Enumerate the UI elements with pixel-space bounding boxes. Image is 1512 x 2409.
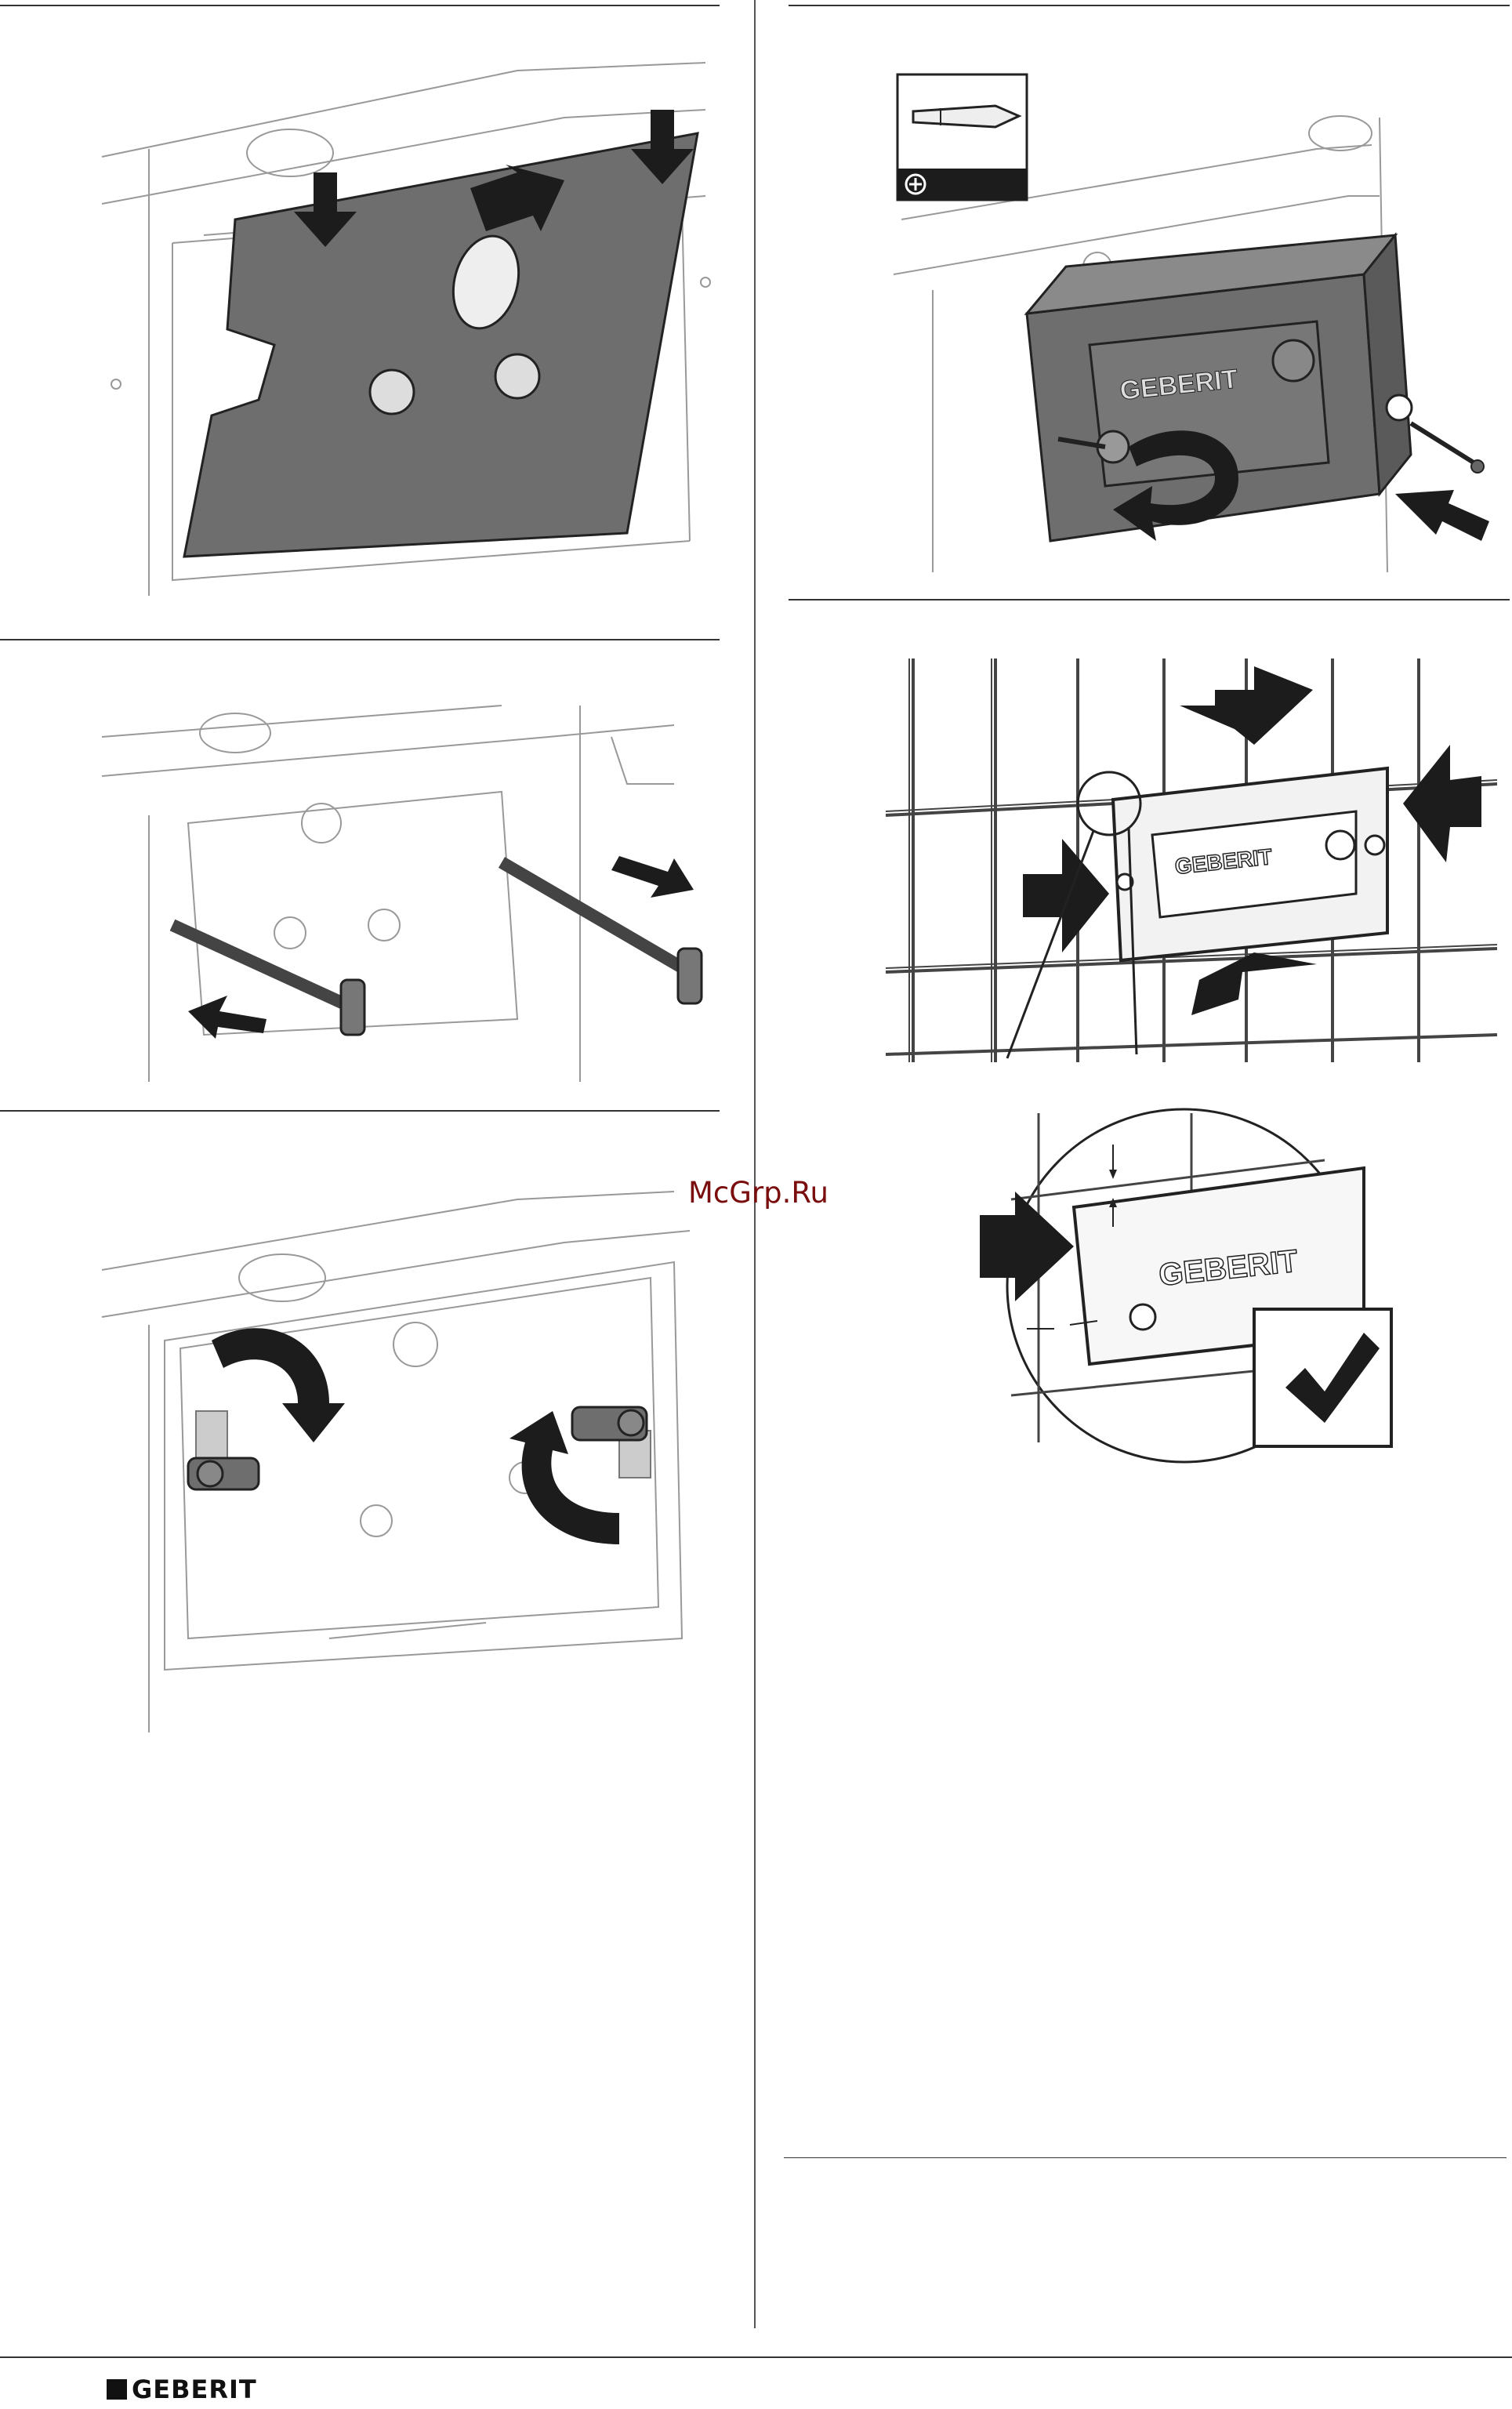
- phillips-screwdriver-icon: [897, 74, 1027, 200]
- watermark: McGrp.Ru: [688, 1176, 829, 1210]
- arrow-push-box: [1395, 490, 1489, 541]
- divider-right-2: [784, 2157, 1507, 2158]
- arrow-right-left: [1023, 839, 1109, 952]
- illustration-step-cover-plate: [78, 47, 721, 611]
- logo-mark: [107, 2379, 127, 2400]
- illustration-step-tile-alignment: GEBERIT GEBERIT: [886, 658, 1497, 1466]
- footer-brand: GEBERIT: [132, 2377, 257, 2402]
- arrow-right: [611, 856, 694, 898]
- illustration-step-rotate-latches: [78, 1168, 721, 1748]
- divider-left-2: [0, 1110, 720, 1112]
- divider-right-1: [789, 599, 1510, 600]
- footer-logo: GEBERIT: [107, 2377, 257, 2402]
- divider-left-1: [0, 639, 720, 640]
- arrow-rotate-clockwise: [212, 1328, 345, 1442]
- top-rule-left: [0, 5, 720, 6]
- footer-rule: [0, 2356, 1512, 2358]
- top-rule-right: [789, 5, 1510, 6]
- column-divider: [754, 0, 756, 2328]
- arrow-up-bottom: [1191, 952, 1317, 1015]
- illustration-step-mount-frame: GEBERIT: [878, 71, 1489, 588]
- illustration-step-insert-rods: [78, 690, 721, 1097]
- check-mark-icon: [1254, 1309, 1391, 1446]
- arrow-left-right: [1403, 745, 1481, 862]
